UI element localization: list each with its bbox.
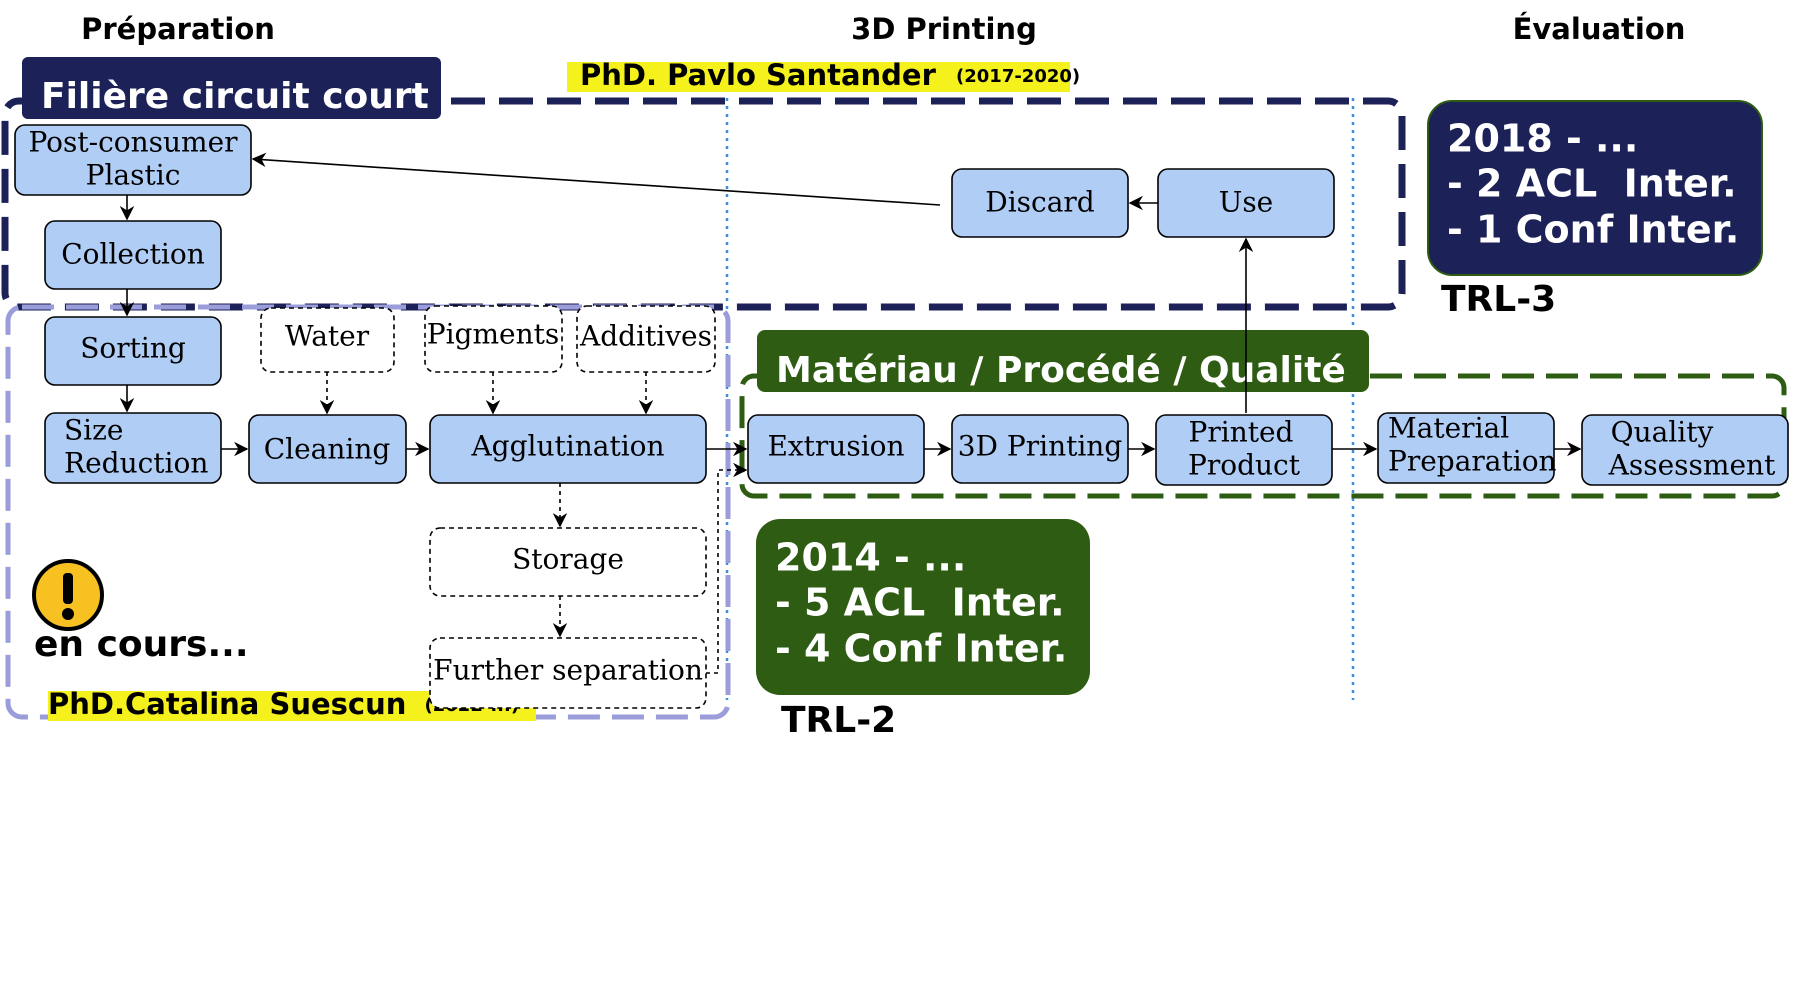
node-extrusion-label: Extrusion — [767, 430, 904, 463]
header-evaluation: Évaluation — [1513, 12, 1686, 46]
node-material-preparation-line-2: Preparation — [1388, 445, 1557, 478]
node-3d-printing-label: 3D Printing — [958, 430, 1123, 463]
node-storage — [429, 527, 707, 597]
box-2014-line-1: 2014 - ... — [775, 536, 966, 580]
box-2014-line-3: - 4 Conf Inter. — [775, 627, 1067, 671]
box-2018 — [1427, 100, 1763, 276]
node-further-separation — [429, 637, 707, 709]
node-discard — [951, 168, 1129, 238]
materiau-label: Matériau / Procédé / Qualité — [776, 350, 1346, 391]
node-size-reduction-line-2: Reduction — [64, 447, 208, 480]
arrow-discard-to-post-consumer — [251, 152, 941, 206]
node-quality-assessment-line-2: Assessment — [1608, 449, 1776, 482]
arrows — [119, 152, 1582, 674]
node-pigments-label: Pigments — [427, 318, 560, 351]
node-printed-product-line-2: Product — [1188, 449, 1301, 482]
node-material-preparation — [1377, 412, 1555, 484]
node-use-label: Use — [1219, 186, 1274, 219]
node-material-preparation-line-1: Material — [1388, 412, 1509, 445]
trl-3-label: TRL-3 — [1441, 279, 1556, 320]
box-2018-line-2: - 2 ACL Inter. — [1447, 162, 1737, 206]
header-preparation: Préparation — [81, 12, 275, 46]
filiere-label: Filière circuit court — [41, 76, 429, 117]
box-2018-line-3: - 1 Conf Inter. — [1447, 208, 1739, 252]
pavlo-highlight — [567, 62, 1070, 92]
catalina-name: PhD.Catalina Suescun — [48, 687, 406, 721]
node-sorting-label: Sorting — [80, 332, 186, 365]
node-water-label: Water — [285, 320, 370, 353]
node-discard-label: Discard — [985, 186, 1095, 219]
node-printed-product — [1155, 414, 1333, 486]
arrow-further-separation-to-extrusion — [706, 462, 748, 674]
node-collection-label: Collection — [61, 238, 205, 271]
node-quality-assessment-line-1: Quality — [1611, 416, 1714, 449]
node-further-separation-label: Further separation — [433, 654, 703, 687]
filiere-label-box — [22, 57, 441, 119]
node-printed-product-line-1: Printed — [1189, 416, 1294, 449]
node-sorting — [44, 316, 222, 386]
node-size-reduction-line-1: Size — [64, 414, 123, 447]
svg-text:PhD. Pavlo Santander (2017: PhD. Pavlo Santander (2017-2020) — [580, 58, 1080, 92]
node-post-consumer-plastic-line-2: Plastic — [86, 159, 181, 192]
node-cleaning-label: Cleaning — [264, 433, 391, 466]
node-quality-assessment — [1581, 414, 1789, 486]
node-additives-label: Additives — [579, 320, 712, 353]
warning-icon — [32, 559, 104, 631]
node-post-consumer-plastic-line-1: Post-consumer — [28, 126, 238, 159]
node-size-reduction — [44, 412, 222, 484]
box-2018-line-1: 2018 - ... — [1447, 117, 1638, 161]
node-collection — [44, 220, 222, 290]
header-3d-printing: 3D Printing — [851, 12, 1037, 46]
warning-text: en cours... — [34, 624, 249, 665]
box-2014 — [756, 519, 1090, 695]
trl-2-label: TRL-2 — [781, 700, 896, 741]
pavlo-years: (2017-2020) — [956, 66, 1080, 87]
node-post-consumer-plastic — [14, 124, 252, 196]
pavlo-name: PhD. Pavlo Santander — [580, 58, 937, 92]
node-storage-label: Storage — [512, 543, 624, 576]
node-agglutination-label: Agglutination — [470, 430, 664, 463]
materiau-label-box — [757, 330, 1369, 392]
box-2014-line-2: - 5 ACL Inter. — [775, 581, 1065, 625]
